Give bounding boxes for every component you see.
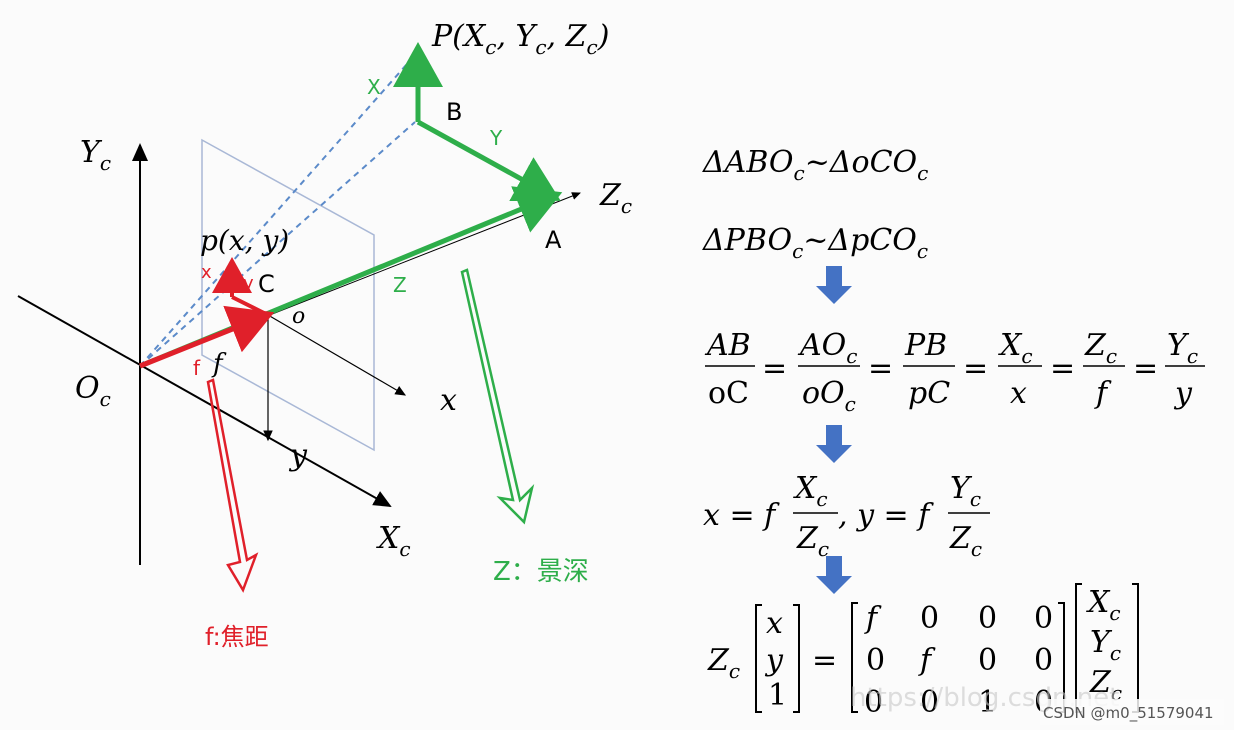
- svg-text:Yc: Yc: [950, 471, 981, 511]
- svg-text:Zc: Zc: [707, 643, 740, 683]
- svg-text:=: =: [1133, 351, 1158, 386]
- svg-text:AOc: AOc: [797, 328, 857, 368]
- B-point-label: B: [446, 98, 462, 126]
- csdn-credit: CSDN @m0_51579041: [1043, 704, 1214, 723]
- svg-text:0: 0: [866, 643, 885, 678]
- focal-caption: f:焦距: [205, 623, 269, 651]
- A-point-label: A: [545, 226, 562, 254]
- P-point-label: P(Xc, Yc, Zc): [431, 19, 609, 59]
- svg-text:0: 0: [920, 601, 939, 636]
- xc-axis-label: Xc: [376, 521, 411, 561]
- svg-text:1: 1: [978, 685, 997, 720]
- svg-text:f: f: [918, 643, 936, 678]
- svg-text:Yc: Yc: [1167, 328, 1198, 368]
- depth-caption: Z：景深: [493, 557, 589, 587]
- Y-vector: [416, 119, 561, 201]
- svg-text:f: f: [864, 601, 882, 636]
- red-y-vector: [231, 295, 269, 317]
- focal-callout-arrow: [206, 378, 259, 593]
- svg-text:0: 0: [864, 685, 883, 720]
- svg-text:0: 0: [1034, 601, 1053, 636]
- green-Y-label: Y: [489, 126, 503, 150]
- red-y-label: y: [243, 273, 254, 294]
- svg-text:y: y: [1173, 376, 1193, 411]
- svg-text:=: =: [1050, 351, 1075, 386]
- svg-text:x = f: x = f: [703, 498, 780, 533]
- svg-text:x: x: [766, 606, 783, 641]
- red-x-label: x: [201, 262, 212, 283]
- down-arrow-icon-2: [816, 425, 852, 463]
- red-f-label: f: [193, 356, 201, 380]
- svg-text:f: f: [1094, 376, 1112, 411]
- svg-text:Xc: Xc: [998, 328, 1033, 368]
- svg-text:Zc: Zc: [1084, 328, 1117, 368]
- zc-axis-label: Zc: [599, 178, 632, 218]
- svg-text:=: =: [762, 351, 787, 386]
- image-x-axis-line: [267, 314, 407, 396]
- svg-text:oOc: oOc: [802, 376, 856, 416]
- svg-text:=: =: [812, 643, 837, 678]
- C-point-label: C: [258, 270, 275, 298]
- svg-text:PB: PB: [904, 328, 947, 363]
- svg-text:Zc: Zc: [796, 521, 829, 561]
- svg-text:1: 1: [768, 678, 787, 713]
- depth-callout-arrow: [460, 268, 535, 525]
- green-X-label: X: [367, 75, 381, 99]
- image-plane: [201, 138, 375, 452]
- svg-text:=: =: [868, 351, 893, 386]
- projection-equation: x = f Xc Zc , y = f Yc Zc: [703, 471, 990, 561]
- down-arrow-icon-3: [816, 556, 852, 594]
- svg-text:Xc: Xc: [1086, 585, 1121, 625]
- oc-origin-label: Oc: [75, 371, 111, 411]
- f-vector: [139, 305, 275, 369]
- image-x-label: x: [440, 383, 457, 418]
- ray-to-P-dashed: [139, 54, 416, 367]
- svg-text:, y = f: , y = f: [838, 498, 934, 533]
- ratio-num-1: AB: [704, 328, 751, 363]
- xc-axis-line: [17, 295, 392, 507]
- image-y-label: y: [288, 438, 308, 473]
- svg-text:Zc: Zc: [1089, 665, 1122, 705]
- similarity-eq-1: ΔABOc~ΔoCOc: [702, 145, 928, 185]
- credit-backdrop: [1040, 699, 1224, 725]
- down-arrow-icon-1: [816, 266, 852, 304]
- svg-text:Yc: Yc: [1090, 625, 1121, 665]
- svg-text:Zc: Zc: [949, 521, 982, 561]
- svg-text:y: y: [764, 643, 784, 678]
- ratio-chain-equation: AB oC = AOc oOc = PB pC = Xc x = Zc f = …: [704, 328, 1205, 416]
- svg-text:0: 0: [978, 643, 997, 678]
- svg-text:0: 0: [1034, 643, 1053, 678]
- svg-text:0: 0: [978, 601, 997, 636]
- svg-text:Xc: Xc: [793, 471, 828, 511]
- green-Z-label: Z: [393, 273, 407, 297]
- o-point-label: o: [292, 304, 305, 329]
- p-point-label: p(x, y): [200, 224, 289, 257]
- ratio-den-1: oC: [708, 376, 749, 411]
- similarity-eq-2: ΔPBOc~ΔpCOc: [702, 223, 928, 263]
- yc-axis-label: Yc: [80, 135, 111, 175]
- svg-text:x: x: [1010, 376, 1027, 411]
- svg-text:=: =: [963, 351, 988, 386]
- svg-text:0: 0: [920, 685, 939, 720]
- svg-text:pC: pC: [908, 376, 950, 411]
- f-italic-label: f: [211, 349, 227, 379]
